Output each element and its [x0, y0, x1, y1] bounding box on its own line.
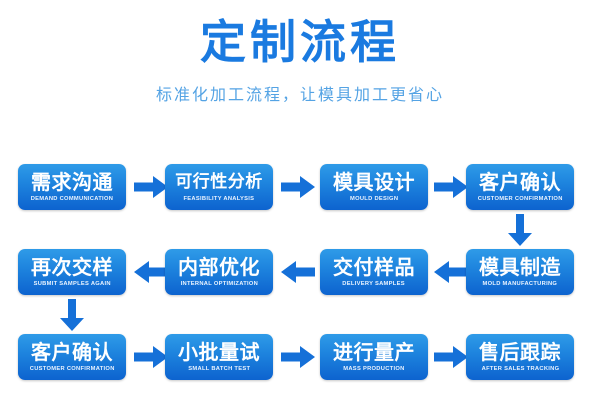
- step-label-en: CUSTOMER CONFIRMATION: [477, 196, 563, 202]
- arrow-down-icon: [508, 214, 532, 246]
- process-step-customer-confirmation-2[interactable]: 客户确认 CUSTOMER CONFIRMATION: [18, 334, 126, 380]
- process-flow-diagram: 需求沟通 DEMAND COMMUNICATION 可行性分析 FEASIBIL…: [0, 150, 600, 401]
- page-subtitle: 标准化加工流程，让模具加工更省心: [155, 85, 444, 104]
- arrow-left-icon: [134, 261, 168, 283]
- process-step-customer-confirmation-1[interactable]: 客户确认 CUSTOMER CONFIRMATION: [466, 164, 574, 210]
- process-step-mass-production[interactable]: 进行量产 MASS PRODUCTION: [320, 334, 428, 380]
- arrow-left-icon: [281, 261, 315, 283]
- step-label-en: MASS PRODUCTION: [343, 366, 405, 372]
- arrow-right-icon: [134, 346, 168, 368]
- step-label-en: AFTER SALES TRACKING: [481, 366, 559, 372]
- step-label-en: DELIVERY SAMPLES: [342, 281, 406, 287]
- step-label-en: DEMAND COMMUNICATION: [30, 196, 114, 202]
- step-label-en: INTERNAL OPTIMIZATION: [180, 281, 258, 287]
- process-step-demand-communication[interactable]: 需求沟通 DEMAND COMMUNICATION: [18, 164, 126, 210]
- step-label-en: FEASIBILITY ANALYSIS: [183, 196, 255, 202]
- step-label-en: MOULD DESIGN: [349, 196, 399, 202]
- process-step-mould-design[interactable]: 模具设计 MOULD DESIGN: [320, 164, 428, 210]
- header: 定制流程 标准化加工流程，让模具加工更省心: [0, 0, 600, 140]
- process-step-internal-optimization[interactable]: 内部优化 INTERNAL OPTIMIZATION: [165, 249, 273, 295]
- process-step-delivery-samples[interactable]: 交付样品 DELIVERY SAMPLES: [320, 249, 428, 295]
- process-step-mold-manufacturing[interactable]: 模具制造 MOLD MANUFACTURING: [466, 249, 574, 295]
- page-title: 定制流程: [200, 15, 400, 69]
- step-label-en: SMALL BATCH TEST: [187, 366, 250, 372]
- arrow-right-icon: [281, 176, 315, 198]
- arrow-left-icon: [434, 261, 468, 283]
- step-label-cn: 交付样品: [333, 255, 415, 279]
- arrow-right-icon: [281, 346, 315, 368]
- step-label-cn: 进行量产: [333, 340, 415, 364]
- arrow-right-icon: [134, 176, 168, 198]
- step-label-en: CUSTOMER CONFIRMATION: [29, 366, 115, 372]
- arrow-down-icon: [60, 299, 84, 331]
- step-label-cn: 客户确认: [479, 170, 561, 194]
- step-label-cn: 售后跟踪: [479, 340, 561, 364]
- step-label-cn: 需求沟通: [31, 170, 113, 194]
- step-label-cn: 小批量试: [178, 340, 260, 364]
- arrow-right-icon: [434, 346, 468, 368]
- process-step-feasibility-analysis[interactable]: 可行性分析 FEASIBILITY ANALYSIS: [165, 164, 273, 210]
- step-label-en: MOLD MANUFACTURING: [482, 281, 558, 287]
- step-label-cn: 客户确认: [31, 340, 113, 364]
- step-label-cn: 再次交样: [31, 255, 113, 279]
- process-step-submit-samples-again[interactable]: 再次交样 SUBMIT SAMPLES AGAIN: [18, 249, 126, 295]
- arrow-right-icon: [434, 176, 468, 198]
- step-label-en: SUBMIT SAMPLES AGAIN: [33, 281, 111, 287]
- step-label-cn: 模具设计: [333, 170, 415, 194]
- step-label-cn: 可行性分析: [175, 172, 263, 192]
- step-label-cn: 模具制造: [479, 255, 561, 279]
- process-step-small-batch-test[interactable]: 小批量试 SMALL BATCH TEST: [165, 334, 273, 380]
- process-step-after-sales-tracking[interactable]: 售后跟踪 AFTER SALES TRACKING: [466, 334, 574, 380]
- step-label-cn: 内部优化: [178, 255, 260, 279]
